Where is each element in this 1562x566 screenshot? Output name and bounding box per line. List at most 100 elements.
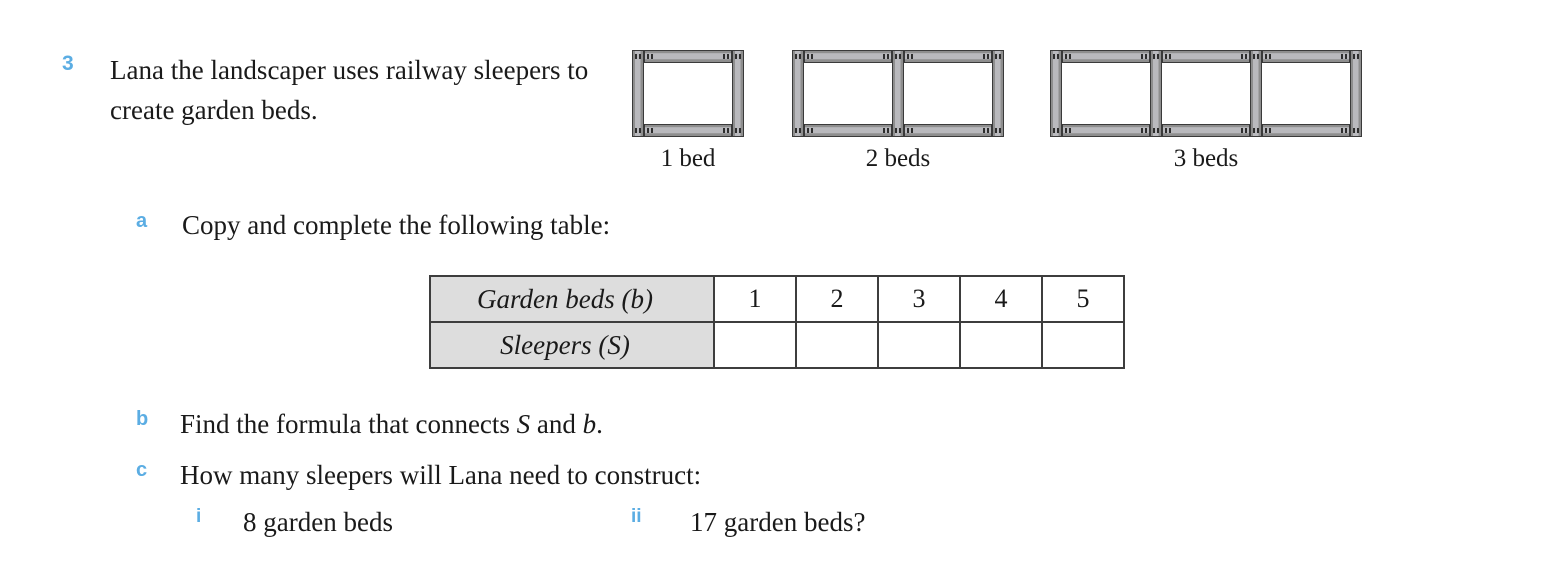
bolt-mark	[1157, 128, 1159, 133]
bolt-mark	[1169, 54, 1171, 59]
bolt-mark	[1141, 128, 1143, 133]
bolt-mark	[723, 128, 725, 133]
table-row-beds: Garden beds (b) 1 2 3 4 5	[429, 275, 1125, 323]
part-a-text: Copy and complete the following table:	[182, 210, 611, 240]
bolt-mark	[983, 54, 985, 59]
part-b-text: Find the formula that connects S and b.	[180, 404, 603, 444]
cell-sleepers-4[interactable]	[959, 321, 1043, 369]
bolt-mark	[899, 128, 901, 133]
bolt-mark	[1065, 54, 1067, 59]
beds-sleepers-table: Garden beds (b) 1 2 3 4 5 Sleepers (S)	[429, 275, 1125, 369]
bolt-mark	[635, 128, 637, 133]
sleeper-vertical	[1350, 50, 1362, 137]
bolt-mark	[1269, 54, 1271, 59]
row-header-garden-beds: Garden beds (b)	[429, 275, 715, 323]
sleeper-vertical	[632, 50, 644, 137]
bolt-mark	[1145, 54, 1147, 59]
part-b-text-mid: and	[530, 409, 583, 439]
bolt-mark	[1065, 128, 1067, 133]
part-c-label: c	[136, 459, 148, 481]
bolt-mark	[1153, 128, 1155, 133]
figure-3-caption: 3 beds	[1173, 145, 1239, 172]
cell-beds-5: 5	[1041, 275, 1125, 323]
sleeper-horizontal	[644, 50, 732, 63]
bolt-mark	[1241, 128, 1243, 133]
bolt-mark	[795, 128, 797, 133]
cell-sleepers-2[interactable]	[795, 321, 879, 369]
bolt-mark	[1157, 54, 1159, 59]
part-c-text: How many sleepers will Lana need to cons…	[180, 460, 702, 490]
bolt-mark	[999, 54, 1001, 59]
bolt-mark	[639, 54, 641, 59]
sleeper-vertical	[792, 50, 804, 137]
cell-sleepers-5[interactable]	[1041, 321, 1125, 369]
sleeper-horizontal	[1062, 50, 1150, 63]
bolt-mark	[987, 54, 989, 59]
bolt-mark	[795, 54, 797, 59]
part-c-item-i-label: i	[196, 506, 202, 527]
bolt-mark	[907, 128, 909, 133]
part-c-item-ii-text: 17 garden beds?	[690, 507, 866, 537]
bolt-mark	[739, 54, 741, 59]
table-row-sleepers: Sleepers (S)	[429, 321, 1125, 369]
figure-2-caption: 2 beds	[865, 145, 931, 172]
bolt-mark	[647, 54, 649, 59]
cell-sleepers-1[interactable]	[713, 321, 797, 369]
sleeper-vertical	[892, 50, 904, 137]
bolt-mark	[1353, 54, 1355, 59]
figure-1-caption: 1 bed	[660, 145, 716, 172]
bolt-mark	[907, 54, 909, 59]
bolt-mark	[1245, 54, 1247, 59]
figure-3-beds	[1050, 50, 1362, 137]
question-number: 3	[62, 52, 74, 75]
cell-sleepers-3[interactable]	[877, 321, 961, 369]
part-c-item-ii-label: ii	[631, 506, 642, 527]
part-b-label: b	[136, 408, 149, 430]
cell-beds-3: 3	[877, 275, 961, 323]
bolt-mark	[1169, 128, 1171, 133]
part-a-label: a	[136, 210, 148, 232]
figure-2-beds	[792, 50, 1004, 137]
sleeper-horizontal	[904, 124, 992, 137]
bolt-mark	[1341, 128, 1343, 133]
bolt-mark	[1057, 54, 1059, 59]
bolt-mark	[887, 128, 889, 133]
cell-beds-1: 1	[713, 275, 797, 323]
bolt-mark	[1145, 128, 1147, 133]
bolt-mark	[1353, 128, 1355, 133]
figure-1-bed	[632, 50, 744, 137]
sleeper-vertical	[992, 50, 1004, 137]
sleeper-horizontal	[904, 50, 992, 63]
part-c-item-i-text: 8 garden beds	[243, 507, 393, 537]
sleeper-vertical	[1050, 50, 1062, 137]
bolt-mark	[647, 128, 649, 133]
bolt-mark	[983, 128, 985, 133]
part-b-text-post: .	[596, 409, 603, 439]
question-stem: Lana the landscaper uses railway sleeper…	[110, 55, 589, 125]
bolt-mark	[999, 128, 1001, 133]
bolt-mark	[1269, 128, 1271, 133]
bolt-mark	[1153, 54, 1155, 59]
bolt-mark	[1053, 54, 1055, 59]
sleeper-horizontal	[1162, 124, 1250, 137]
bolt-mark	[799, 128, 801, 133]
bolt-mark	[651, 128, 653, 133]
bolt-mark	[911, 54, 913, 59]
cell-beds-4: 4	[959, 275, 1043, 323]
bolt-mark	[727, 128, 729, 133]
bolt-mark	[1069, 128, 1071, 133]
bolt-mark	[1069, 54, 1071, 59]
bolt-mark	[811, 54, 813, 59]
bolt-mark	[1253, 128, 1255, 133]
bolt-mark	[723, 54, 725, 59]
bolt-mark	[727, 54, 729, 59]
bolt-mark	[1357, 128, 1359, 133]
sleeper-vertical	[732, 50, 744, 137]
bolt-mark	[1257, 128, 1259, 133]
bolt-mark	[895, 54, 897, 59]
bolt-mark	[651, 54, 653, 59]
bolt-mark	[739, 128, 741, 133]
bolt-mark	[1165, 54, 1167, 59]
bolt-mark	[1165, 128, 1167, 133]
cell-beds-2: 2	[795, 275, 879, 323]
